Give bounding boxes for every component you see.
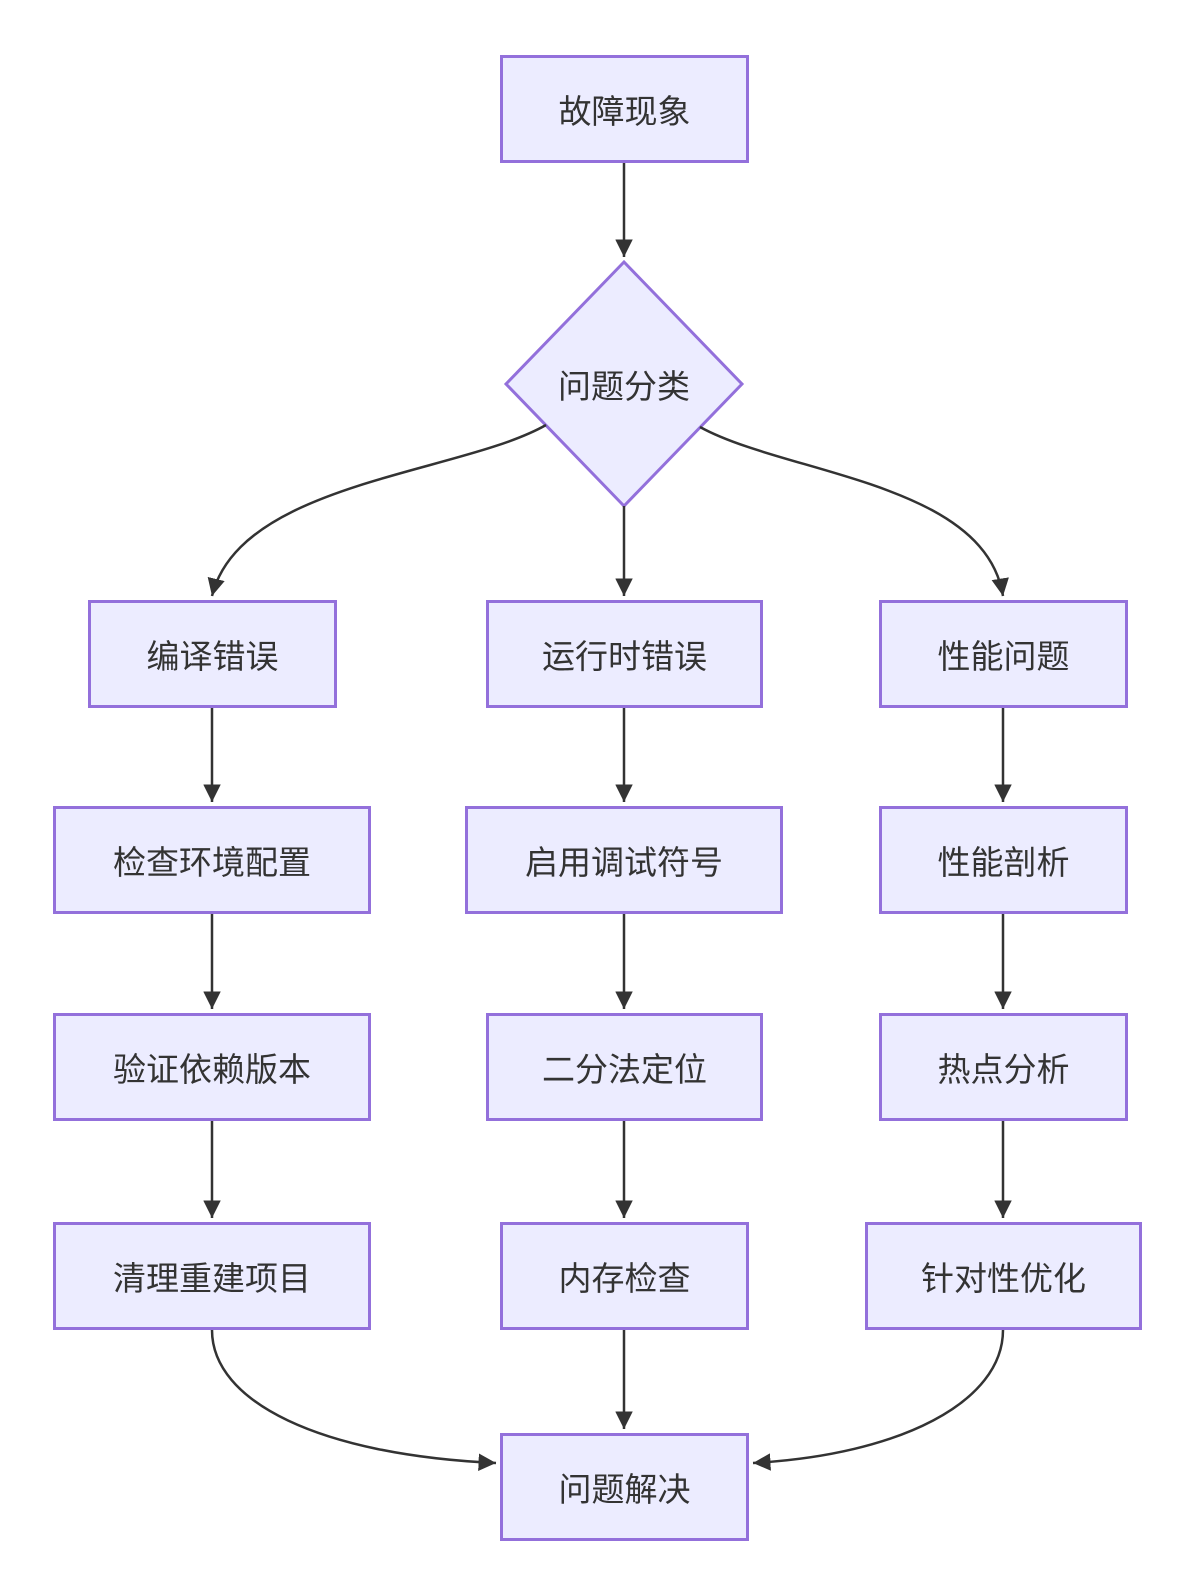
edge-optimize-solved (752, 1329, 1005, 1471)
edge-rebuild-solved (210, 1329, 497, 1471)
edge-classify-perf (699, 425, 1009, 597)
node-runtime-error: 运行时错误 (486, 600, 763, 708)
node-check-environment-config: 检查环境配置 (53, 806, 371, 914)
node-enable-debug-symbols: 启用调试符号 (465, 806, 783, 914)
node-compile-error: 编译错误 (88, 600, 337, 708)
node-performance-profiling: 性能剖析 (879, 806, 1128, 914)
node-problem-classification: 问题分类 (558, 368, 690, 405)
node-clean-rebuild-project: 清理重建项目 (53, 1222, 371, 1330)
node-performance-issue: 性能问题 (879, 600, 1128, 708)
node-targeted-optimization: 针对性优化 (865, 1222, 1142, 1330)
node-memory-check: 内存检查 (500, 1222, 749, 1330)
node-fault-symptom: 故障现象 (500, 55, 749, 163)
node-verify-dependency-versions: 验证依赖版本 (53, 1013, 371, 1121)
node-hotspot-analysis: 热点分析 (879, 1013, 1128, 1121)
edge-classify-compile (207, 423, 547, 597)
node-problem-solved: 问题解决 (500, 1433, 749, 1541)
node-bisect-localization: 二分法定位 (486, 1013, 763, 1121)
